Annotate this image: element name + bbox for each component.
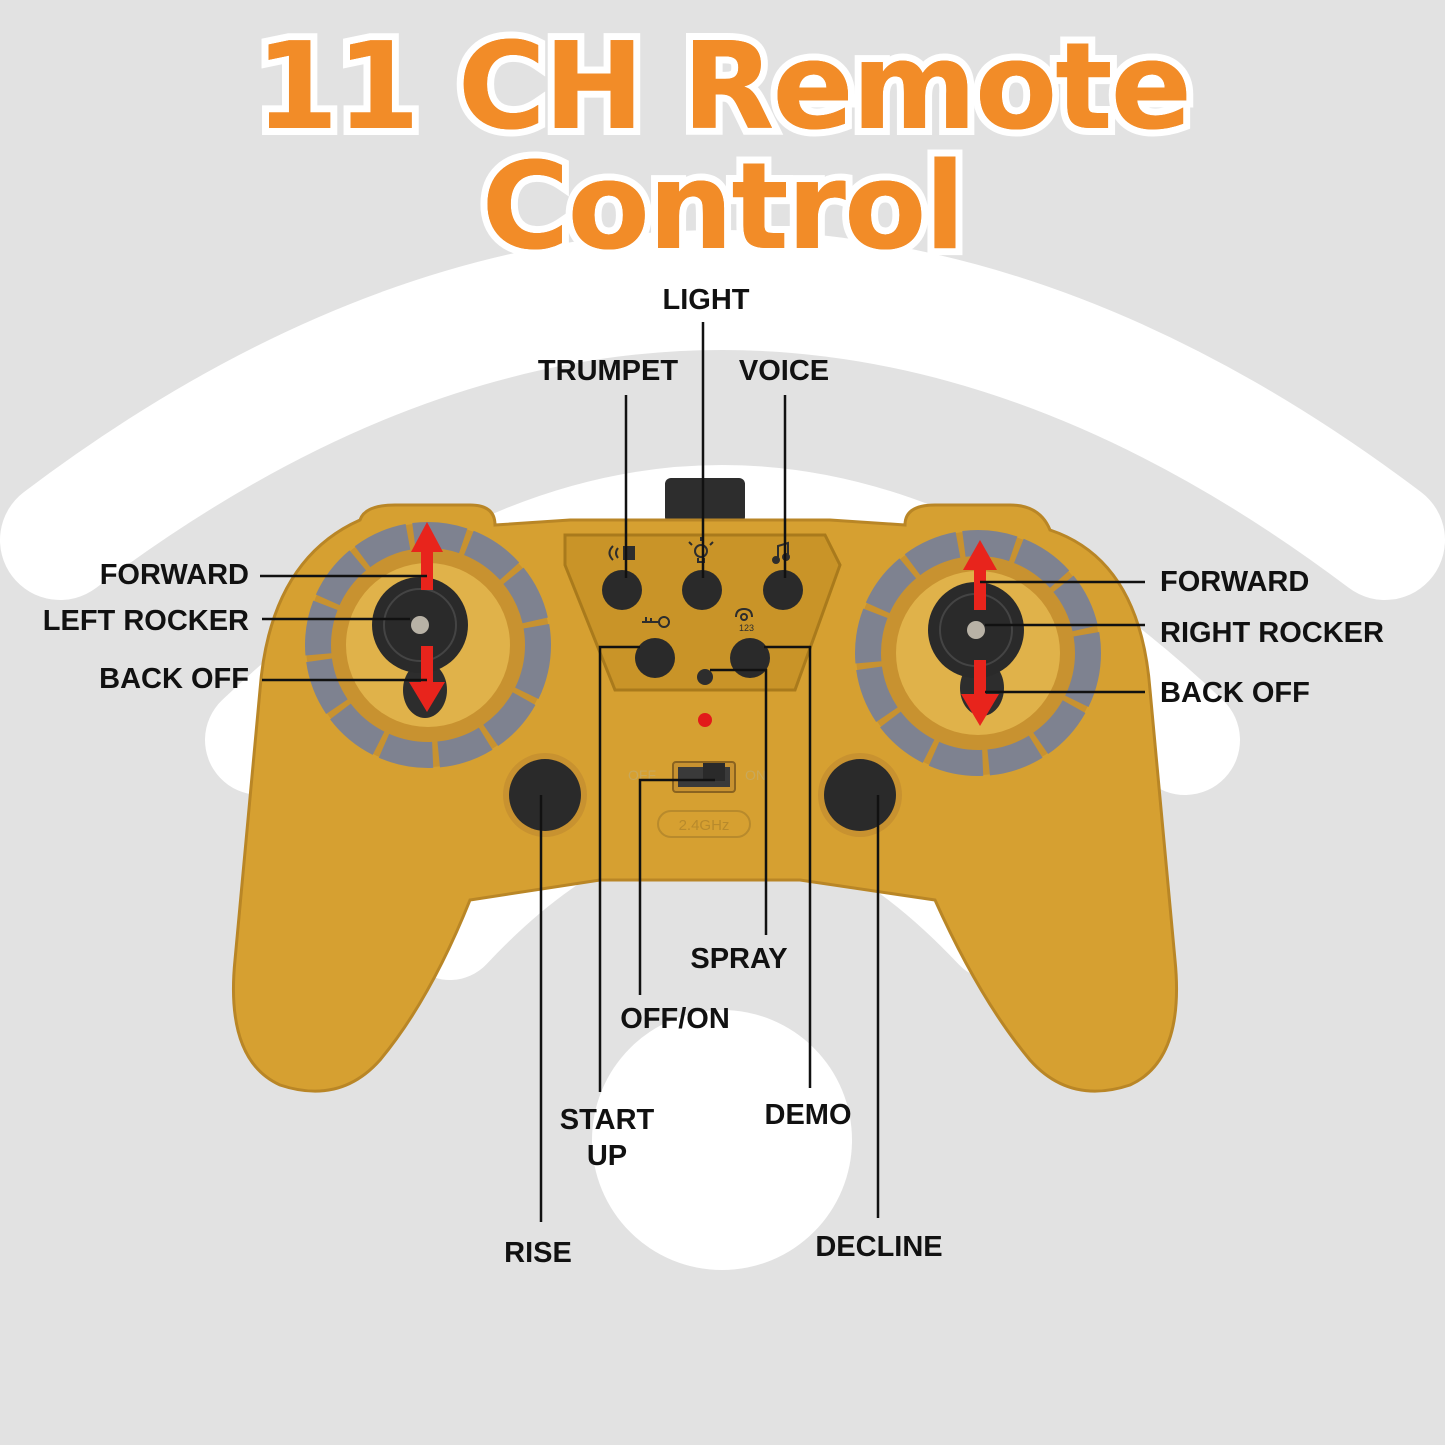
page-title-outline: 11 CH Remote Control [248, 18, 1199, 277]
key-icon [642, 616, 670, 628]
spray-button[interactable] [730, 638, 770, 678]
demo-icon-text: 123 [739, 623, 754, 633]
wifi-dot [592, 1010, 852, 1270]
rise-button[interactable] [503, 753, 587, 837]
start-up-button[interactable] [635, 638, 675, 678]
label-voice: VOICE [738, 355, 830, 387]
label-light: LIGHT [662, 284, 750, 316]
panel-icons [608, 537, 790, 628]
label-start-up-line1: START [559, 1104, 655, 1136]
label-start-up-line2: UP [586, 1140, 628, 1173]
switch-on-text: ON [745, 767, 766, 783]
voice-button[interactable] [763, 570, 803, 610]
start-up-leader [598, 645, 640, 1092]
wifi-outer-arc [0, 230, 1445, 600]
label-trumpet: TRUMPET [537, 355, 679, 387]
right-rocker-screw [967, 621, 985, 639]
frequency-text: 2.4GHz [679, 817, 730, 834]
light-bulb-icon [688, 537, 714, 563]
decline-button[interactable] [818, 753, 902, 837]
label-right-rocker: RIGHT ROCKER [1160, 617, 1384, 649]
label-left-back-off: BACK OFF [99, 663, 249, 695]
small-hole [697, 669, 713, 685]
page-title: 11 CH Remote Control [254, 18, 1192, 277]
power-switch[interactable] [672, 761, 736, 793]
label-right-back-off: BACK OFF [1160, 677, 1310, 709]
label-start-up: START UP [560, 1102, 655, 1175]
leader-lines [260, 322, 1145, 1222]
right-forward-arrow [963, 540, 997, 610]
demo-icon [735, 607, 753, 621]
light-button[interactable] [682, 570, 722, 610]
trumpet-button[interactable] [602, 570, 642, 610]
label-off-on: OFF/ON [620, 1003, 730, 1035]
power-led [698, 713, 712, 727]
spray-leader [710, 668, 768, 935]
label-spray: SPRAY [690, 943, 788, 975]
label-right-forward: FORWARD [1160, 566, 1310, 598]
label-left-forward: FORWARD [99, 559, 249, 591]
label-decline: DECLINE [815, 1231, 943, 1263]
left-rocker-screw [411, 616, 429, 634]
label-demo: DEMO [764, 1099, 852, 1131]
label-left-rocker: LEFT ROCKER [42, 605, 249, 637]
left-forward-arrow [411, 522, 443, 590]
label-rise: RISE [504, 1237, 572, 1269]
trumpet-icon [608, 545, 635, 561]
direction-arrows [409, 522, 999, 726]
off-on-leader [638, 778, 715, 995]
right-back-arrow [961, 660, 999, 726]
left-back-arrow [409, 646, 445, 712]
frequency-badge [657, 810, 751, 838]
antenna [665, 478, 745, 523]
right-rocker[interactable] [928, 582, 1024, 678]
left-rocker[interactable] [372, 577, 468, 673]
demo-leader [764, 645, 812, 1088]
